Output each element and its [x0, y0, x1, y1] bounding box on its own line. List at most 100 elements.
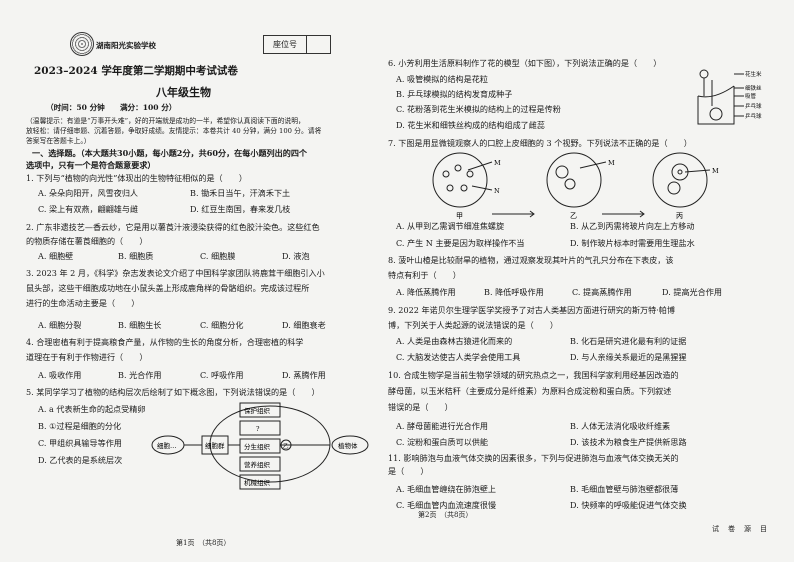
- q10-option-b[interactable]: B. 人体无法消化吸收纤维素: [570, 421, 671, 431]
- field-jia: [432, 152, 488, 208]
- q10-stem-1: 10. 合成生物学是当前生物学领域的研究热点之一，我国科学家利用经基因改造的: [388, 370, 679, 380]
- q4-option-c[interactable]: C. 呼吸作用: [200, 370, 244, 380]
- q2-stem-1: 2. 广东非遗技艺—香云纱，它是用以薯莨汁液浸染获得的红色胶汁染色。这些红色: [26, 222, 320, 232]
- q2-stem-2: 的物质存储在薯莨细胞的（ ）: [26, 236, 148, 246]
- q3-option-a[interactable]: A. 细胞分裂: [38, 320, 82, 330]
- q2-option-b[interactable]: B. 细胞质: [118, 251, 154, 261]
- q2-option-a[interactable]: A. 细胞壁: [38, 251, 74, 261]
- q10-stem-3: 错误的是（ ）: [388, 402, 453, 412]
- flower-label-2: 细铁丝: [745, 84, 762, 92]
- q7-option-c[interactable]: C. 产生 N 主要是因为取样操作不当: [396, 238, 525, 248]
- q8-option-b[interactable]: B. 降低呼吸作用: [484, 287, 544, 297]
- concept-circle-mark: 乙: [283, 443, 289, 450]
- tissue-1: 保护组织: [244, 406, 271, 415]
- label-bing: 丙: [676, 212, 683, 220]
- q10-option-a[interactable]: A. 酵母菌能进行光合作用: [396, 421, 488, 431]
- flower-label-5: 乒乓球: [745, 112, 762, 120]
- q4-stem-1: 4. 合理密植有利于提高粮食产量，从作物的生长的角度分析，合理密植的科学: [26, 337, 304, 347]
- notice-line-2: 放轻松：请仔细审题、沉着答题，争取好成绩。友情提示：本卷共计 40 分钟，满分 …: [26, 127, 322, 135]
- notice-line-3: 答案写在答题卡上。）: [26, 137, 91, 145]
- page-number-left: 第1页 （共8页）: [176, 539, 231, 547]
- q5-stem: 5. 某同学学习了植物的结构层次后绘制了如下概念图，下列说法错误的是（ ）: [26, 387, 320, 397]
- left-page: 湖南阳光实验学校 座位号 2023–2024 学年度第二学期期中考试试卷 八年级…: [0, 0, 382, 562]
- flower-label-4: 乒乓球: [745, 102, 762, 110]
- label-yi: 乙: [570, 212, 577, 220]
- q1-option-c[interactable]: C. 梁上有双燕，翩翩雄与雌: [38, 204, 139, 214]
- q8-stem-2: 特点有利于（ ）: [388, 270, 461, 280]
- q9-option-d[interactable]: D. 与人亲缘关系最近的是黑猩猩: [570, 352, 687, 362]
- q6-option-a[interactable]: A. 吸管模拟的结构是花粒: [396, 74, 488, 84]
- q9-option-c[interactable]: C. 大脑发达使古人类学会使用工具: [396, 352, 521, 362]
- school-name: 湖南阳光实验学校: [96, 41, 156, 50]
- q5-option-d[interactable]: D. 乙代表的是系统层次: [38, 455, 123, 465]
- school-logo-icon: [70, 32, 94, 56]
- circle-mark: [280, 439, 292, 451]
- exam-title: 2023–2024 学年度第二学期期中考试试卷: [34, 65, 238, 77]
- tissue-2: ?: [256, 425, 260, 433]
- q4-option-b[interactable]: B. 光合作用: [118, 370, 162, 380]
- q1-stem: 1. 下列与“植物的向光性”体现出的生物特征相似的是（ ）: [26, 173, 247, 183]
- field-yi: [546, 152, 602, 208]
- q7-option-d[interactable]: D. 制作玻片标本时需要用生理盐水: [570, 238, 695, 248]
- q11-option-c[interactable]: C. 毛细血管内血流速度很慢: [396, 500, 497, 510]
- q8-option-d[interactable]: D. 提高光合作用: [662, 287, 722, 297]
- q2-option-c[interactable]: C. 细胞膜: [200, 251, 236, 261]
- page-number-right: 第2页 （共8页）: [418, 511, 473, 519]
- q6-option-c[interactable]: C. 花粉落到花生米模拟的结构上的过程是传粉: [396, 104, 561, 114]
- q4-option-a[interactable]: A. 吸收作用: [38, 370, 82, 380]
- q6-option-d[interactable]: D. 花生米和细铁丝构成的结构组成了雌蕊: [396, 120, 545, 130]
- q7-stem: 7. 下图是用显微镜观察人的口腔上皮细胞的 3 个视野。下列说法不正确的是（ ）: [388, 138, 692, 148]
- q5-option-c[interactable]: C. 甲组织具输导等作用: [38, 438, 122, 448]
- q1-option-b[interactable]: B. 锄禾日当午，汗滴禾下土: [190, 188, 291, 198]
- q8-stem-1: 8. 菠叶山楂是比较耐旱的植物，通过观察发现其叶片的气孔只分布在下表皮，该: [388, 255, 674, 265]
- q1-option-a[interactable]: A. 朵朵向阳开，风雪夜归人: [38, 188, 139, 198]
- q9-option-a[interactable]: A. 人类是由森林古猿进化而来的: [396, 336, 513, 346]
- flower-label-1: 花生米: [745, 70, 762, 78]
- tissue-5: 机械组织: [244, 478, 271, 487]
- section-title: 一、选择题。（本大题共30小题，每小题2分，共60分，在每小题列出的四个: [32, 148, 308, 158]
- time-score: （时间：50 分钟 满分：100 分）: [46, 103, 177, 112]
- q6-option-b[interactable]: B. 乒乓球模拟的结构发育成种子: [396, 89, 513, 99]
- q5-option-b[interactable]: B. ①过程是细胞的分化: [38, 421, 122, 431]
- flower-model-figure: 花生米 细铁丝 吸管 乒乓球 乒乓球: [697, 69, 762, 125]
- tissue-3: 分生组织: [244, 442, 271, 451]
- seat-label: 座位号: [264, 36, 307, 53]
- seat-number-box: 座位号: [263, 35, 331, 54]
- q8-option-c[interactable]: C. 提高蒸腾作用: [572, 287, 632, 297]
- q3-option-b[interactable]: B. 细胞生长: [118, 320, 162, 330]
- subject-title: 八年级生物: [156, 86, 211, 99]
- field-bing: [652, 152, 708, 208]
- section-subtitle: 选项中，只有一个是符合题意要求）: [26, 160, 156, 170]
- q3-option-d[interactable]: D. 细胞衰老: [282, 320, 326, 330]
- q2-option-d[interactable]: D. 液泡: [282, 251, 310, 261]
- q9-option-b[interactable]: B. 化石是研究进化最有利的证据: [570, 336, 687, 346]
- q6-stem: 6. 小芳利用生活原料制作了花的模型（如下图），下列说法正确的是（ ）: [388, 58, 662, 68]
- q8-option-a[interactable]: A. 降低蒸腾作用: [396, 287, 456, 297]
- q4-option-d[interactable]: D. 蒸腾作用: [282, 370, 326, 380]
- q11-option-b[interactable]: B. 毛细血管壁与肺泡壁都很薄: [570, 484, 679, 494]
- q3-stem-1: 3. 2023 年 2 月，《科学》杂志发表论文介绍了中国科学家团队将鹿茸干细胞…: [26, 268, 325, 278]
- q11-stem-1: 11. 影响肺泡与血液气体交换的因素很多，下列与促进肺泡与血液气体交换无关的: [388, 453, 679, 463]
- concept-left-node: 细胞…: [157, 441, 177, 450]
- q1-option-d[interactable]: D. 红豆生南国，春来发几枝: [190, 204, 291, 214]
- label-m-1: M: [494, 159, 501, 167]
- q3-stem-2: 鼠头部，这些干细胞成功地在小鼠头盖上形成鹿角样的骨骼组织。完成该过程所: [26, 283, 310, 293]
- q9-stem-1: 9. 2022 年诺贝尔生理学医学奖授予了对古人类基因方面进行研究的斯万特·帕博: [388, 305, 675, 315]
- tissue-oval: [209, 405, 331, 483]
- q7-option-b[interactable]: B. 从乙到丙需将玻片向左上方移动: [570, 221, 695, 231]
- microscope-fields-figure: M N M M 甲 乙 丙: [432, 152, 719, 220]
- q11-option-a[interactable]: A. 毛细血管缠绕在肺泡壁上: [396, 484, 497, 494]
- q9-stem-2: 博，下列关于人类起源的说法错误的是（ ）: [388, 320, 558, 330]
- q3-stem-3: 进行的生命活动主要是（ ）: [26, 298, 140, 308]
- q5-option-a[interactable]: A. a 代表新生命的起点受精卵: [38, 404, 146, 414]
- concept-map-figure: 细胞… 细胞群 保护组织 ? 分生组织 营养组织 机械组织 乙 植物体: [151, 402, 369, 490]
- q11-option-d[interactable]: D. 快频率的呼吸能促进气体交换: [570, 500, 687, 510]
- concept-right-node: 植物体: [338, 441, 358, 450]
- q11-stem-2: 是（ ）: [388, 466, 429, 476]
- concept-center-left: 细胞群: [205, 441, 225, 450]
- q7-option-a[interactable]: A. 从甲到乙需调节细准焦螺旋: [396, 221, 505, 231]
- q10-option-d[interactable]: D. 该技术为粮食生产提供新思路: [570, 437, 687, 447]
- q3-option-c[interactable]: C. 细胞分化: [200, 320, 244, 330]
- q10-option-c[interactable]: C. 淀粉和蛋白质可以供能: [396, 437, 488, 447]
- tissue-4: 营养组织: [244, 460, 271, 469]
